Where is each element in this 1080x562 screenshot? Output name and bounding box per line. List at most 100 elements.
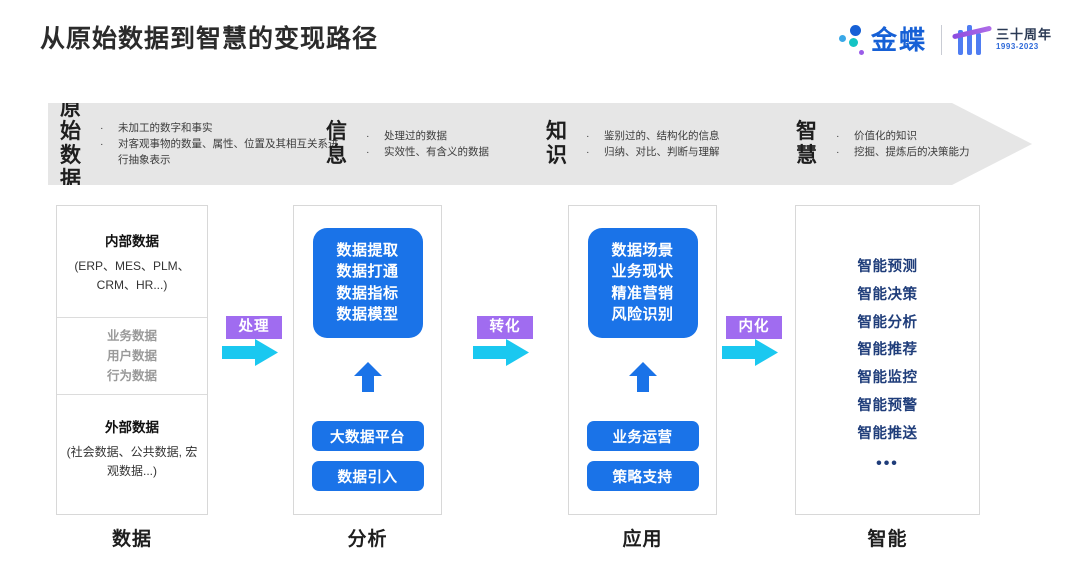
- brand-logo: 金蝶 三十周年 1993-2023: [837, 20, 1052, 60]
- column-footer-intelligence: 智能: [867, 529, 908, 550]
- intelligence-item: 智能推荐: [857, 342, 918, 359]
- stage-bullet-text: 价值化的知识: [854, 129, 917, 142]
- internal-data-block: 内部数据 (ERP、MES、PLM、CRM、HR...): [57, 230, 207, 294]
- stage-bullet-text: 未加工的数字和事实: [118, 121, 213, 134]
- stage-bullet-text: 处理过的数据: [384, 129, 447, 142]
- capability-line: 数据提取: [336, 242, 399, 259]
- external-data-block: 外部数据 (社会数据、公共数据, 宏观数据...): [57, 416, 207, 480]
- banner-stage-wisdom: 智 慧 · 价值化的知识 · 挖掘、提炼后的决策能力: [796, 103, 970, 185]
- internal-data-title: 内部数据: [105, 234, 159, 249]
- stage-bullet-row: · 鉴别过的、结构化的信息: [586, 128, 720, 144]
- stage-bullet-row: · 价值化的知识: [836, 128, 970, 144]
- stage-bullet-text: 归纳、对比、判断与理解: [604, 146, 720, 158]
- stage-bullet-row: · 处理过的数据: [366, 128, 489, 144]
- analysis-pill-ingest[interactable]: 数据引入: [311, 461, 424, 491]
- application-pill-strategy[interactable]: 策略支持: [586, 461, 699, 491]
- intelligence-item: 智能预警: [857, 398, 918, 415]
- stage-bullet-row: · 归纳、对比、判断与理解: [586, 144, 720, 160]
- banner-stage-raw-data: 原始 数据 · 未加工的数字和事实 · 对客观事物的数量、属性、位置及其相互关系…: [60, 103, 348, 185]
- stage-name-line2: 数据: [60, 144, 81, 191]
- intelligence-item: 智能决策: [857, 286, 918, 303]
- intelligence-item: 智能推送: [857, 425, 918, 442]
- connector-internalization: 内化: [722, 316, 786, 366]
- stage-name-line2: 识: [546, 144, 567, 167]
- bullet-glyph: ·: [366, 129, 370, 142]
- data-type-list: 业务数据 用户数据 行为数据: [57, 317, 207, 395]
- bullet-glyph: ·: [836, 146, 840, 158]
- stage-banner: 原始 数据 · 未加工的数字和事实 · 对客观事物的数量、属性、位置及其相互关系…: [48, 103, 1032, 185]
- banner-stage-information: 信 息 · 处理过的数据 · 实效性、有含义的数据: [326, 103, 489, 185]
- anniversary-text: 三十周年 1993-2023: [996, 28, 1052, 51]
- stage-bullets: · 价值化的知识 · 挖掘、提炼后的决策能力: [836, 128, 970, 161]
- column-footer-data: 数据: [111, 529, 152, 550]
- stage-name-line2: 慧: [796, 144, 817, 167]
- bullet-glyph: ·: [586, 129, 590, 142]
- brand-name: 金蝶: [870, 25, 927, 55]
- bullet-glyph: ·: [836, 129, 840, 142]
- capability-line: 风险识别: [611, 305, 674, 323]
- page-title: 从原始数据到智慧的变现路径: [40, 25, 379, 53]
- connector-label: 转化: [477, 316, 533, 339]
- stage-bullets: · 未加工的数字和事实 · 对客观事物的数量、属性、位置及其相互关系进行抽象表示: [100, 120, 348, 169]
- data-type-item: 业务数据: [106, 328, 157, 343]
- stage-bullet-row: · 挖掘、提炼后的决策能力: [836, 144, 970, 160]
- right-arrow-icon: [473, 339, 537, 366]
- bullet-glyph: ·: [366, 146, 370, 158]
- stage-name-line1: 知: [546, 120, 567, 144]
- stage-bullets: · 鉴别过的、结构化的信息 · 归纳、对比、判断与理解: [586, 128, 720, 161]
- kingdee-dots-icon: [837, 23, 867, 57]
- stage-bullet-text: 鉴别过的、结构化的信息: [604, 129, 720, 142]
- internal-data-subtitle: (ERP、MES、PLM、CRM、HR...): [74, 259, 190, 292]
- stage-name: 知 识: [546, 120, 576, 167]
- column-data: 内部数据 (ERP、MES、PLM、CRM、HR...) 业务数据 用户数据 行…: [56, 205, 208, 515]
- stage-name: 原始 数据: [60, 96, 90, 191]
- anniversary-years: 1993-2023: [995, 41, 1039, 51]
- anniversary-title: 三十周年: [995, 27, 1052, 43]
- stage-name-line1: 原始: [60, 96, 81, 144]
- stage-bullet-text: 实效性、有含义的数据: [384, 146, 489, 158]
- data-type-item: 行为数据: [106, 369, 157, 384]
- stage-bullet-row: · 实效性、有含义的数据: [366, 144, 489, 160]
- stage-name-line1: 智: [796, 120, 817, 144]
- right-arrow-icon: [722, 339, 786, 366]
- capability-line: 精准营销: [611, 284, 674, 302]
- application-pill-operations[interactable]: 业务运营: [586, 421, 699, 451]
- column-application: 数据场景 业务现状 精准营销 风险识别 业务运营 策略支持: [568, 205, 717, 515]
- stage-bullet-text: 挖掘、提炼后的决策能力: [854, 146, 970, 158]
- stage-name: 智 慧: [796, 120, 826, 167]
- bullet-glyph: ·: [100, 137, 104, 150]
- application-capability-card: 数据场景 业务现状 精准营销 风险识别: [587, 228, 698, 339]
- stage-bullet-row: · 未加工的数字和事实: [100, 120, 348, 136]
- right-arrow-icon: [222, 339, 286, 366]
- bullet-glyph: ·: [586, 146, 590, 158]
- stage-bullet-row: · 对客观事物的数量、属性、位置及其相互关系进行抽象表示: [100, 136, 348, 169]
- intelligence-item: 智能预测: [857, 259, 918, 275]
- intelligence-list: 智能预测 智能决策 智能分析 智能推荐 智能监控 智能预警 智能推送 •••: [796, 254, 979, 479]
- up-arrow-icon: [628, 362, 658, 392]
- stage-name-line1: 信: [326, 120, 347, 144]
- column-footer-analysis: 分析: [347, 529, 388, 550]
- analysis-pill-platform[interactable]: 大数据平台: [311, 421, 424, 451]
- capability-line: 数据场景: [611, 242, 674, 259]
- data-type-item: 用户数据: [106, 348, 157, 363]
- external-data-title: 外部数据: [105, 420, 159, 435]
- capability-line: 业务现状: [611, 263, 674, 281]
- connector-label: 处理: [226, 316, 282, 339]
- capability-line: 数据模型: [336, 305, 399, 323]
- connector-transformation: 转化: [473, 316, 537, 366]
- stage-bullet-text: 对客观事物的数量、属性、位置及其相互关系进行抽象表示: [118, 137, 339, 167]
- column-footer-application: 应用: [622, 529, 663, 550]
- capability-line: 数据指标: [336, 284, 399, 302]
- connector-label: 内化: [726, 316, 782, 339]
- stage-name-line2: 息: [326, 144, 347, 167]
- external-data-subtitle: (社会数据、公共数据, 宏观数据...): [66, 445, 198, 478]
- intelligence-ellipsis: •••: [876, 454, 899, 472]
- capability-line: 数据打通: [336, 263, 399, 281]
- up-arrow-icon: [353, 362, 383, 392]
- connector-processing: 处理: [222, 316, 286, 366]
- banner-stage-knowledge: 知 识 · 鉴别过的、结构化的信息 · 归纳、对比、判断与理解: [546, 103, 720, 185]
- analysis-capability-card: 数据提取 数据打通 数据指标 数据模型: [312, 228, 423, 339]
- anniversary-mark-icon: [951, 23, 993, 57]
- intelligence-item: 智能分析: [857, 314, 918, 331]
- stage-bullets: · 处理过的数据 · 实效性、有含义的数据: [366, 128, 489, 161]
